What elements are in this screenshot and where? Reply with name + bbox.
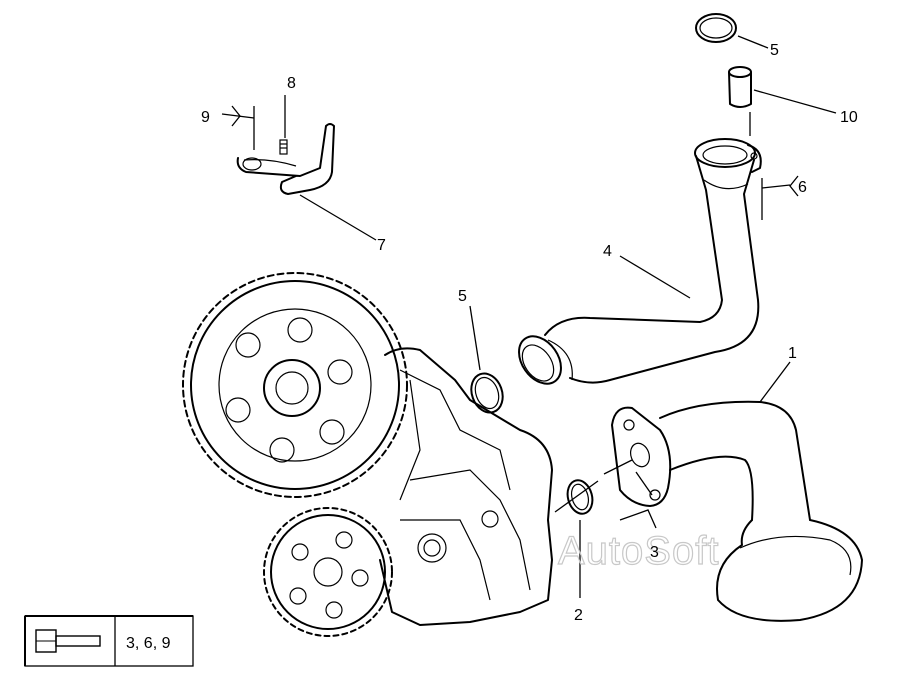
- oil-pickup-tube: [611, 400, 863, 622]
- leader-lines: [221, 35, 837, 598]
- callout-3: 3: [650, 544, 659, 561]
- legend-part-refs: 3, 6, 9: [126, 635, 171, 652]
- watermark: AutoSoft: [558, 529, 719, 573]
- sleeve-part: [728, 66, 752, 108]
- callout-5-middle: 5: [458, 288, 467, 305]
- oil-pump-assembly: [182, 272, 553, 637]
- callout-2: 2: [574, 607, 583, 624]
- callout-1: 1: [788, 345, 797, 362]
- callout-5-top: 5: [770, 42, 779, 59]
- o-ring-small: [566, 479, 594, 515]
- callout-6: 6: [798, 179, 807, 196]
- tube-bracket: [236, 123, 335, 195]
- o-ring-top: [695, 13, 737, 43]
- callout-4: 4: [603, 243, 612, 260]
- bolt-icon: [35, 629, 101, 653]
- suction-tube: [518, 138, 762, 385]
- small-bolt: [279, 139, 288, 155]
- callout-9: 9: [201, 109, 210, 126]
- callout-8: 8: [287, 75, 296, 92]
- callout-7: 7: [377, 237, 386, 254]
- fastener-legend: 3, 6, 9: [24, 615, 194, 667]
- callout-10: 10: [840, 109, 858, 126]
- o-ring-middle: [470, 372, 504, 414]
